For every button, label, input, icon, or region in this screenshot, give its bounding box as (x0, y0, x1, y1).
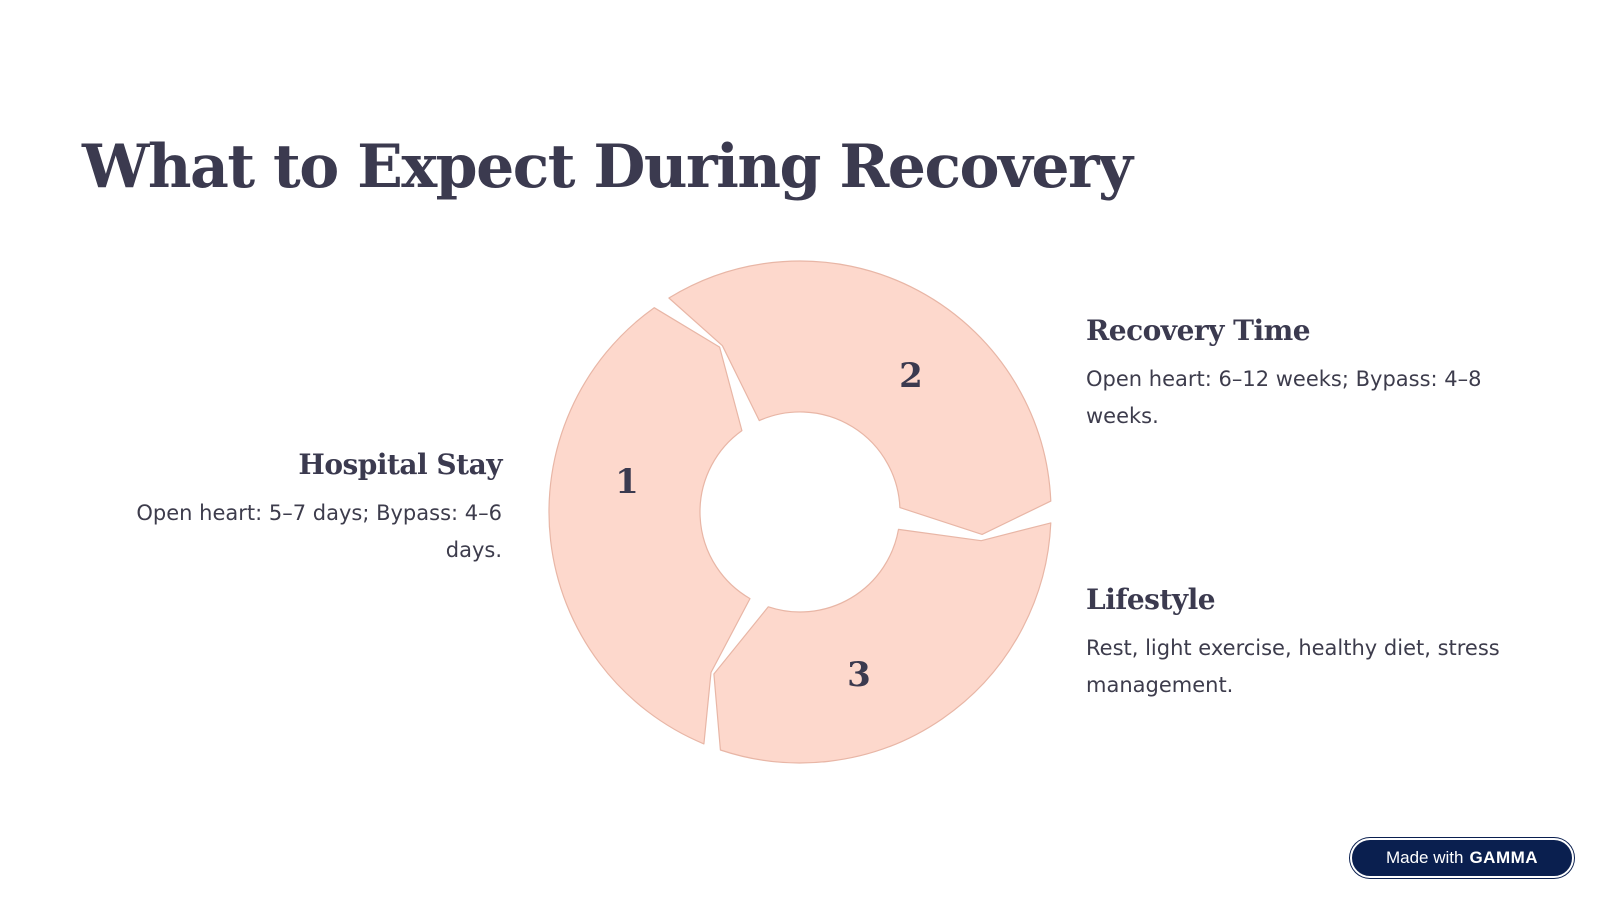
gamma-logo: GAMMA (1469, 848, 1539, 867)
badge-prefix: Made with (1385, 848, 1464, 867)
cycle-number-1: 1 (615, 462, 639, 502)
cycle-number-2: 2 (899, 356, 923, 396)
cycle-segment-3 (713, 522, 1052, 764)
step-heading: Recovery Time (1086, 314, 1311, 347)
step-recovery-time: Recovery Time Open heart: 6–12 weeks; By… (1086, 314, 1506, 435)
step-lifestyle: Lifestyle Rest, light exercise, healthy … (1086, 583, 1506, 704)
cycle-segment-1 (548, 307, 751, 745)
step-hospital-stay: Hospital Stay Open heart: 5–7 days; Bypa… (82, 448, 502, 569)
slide-title: What to Expect During Recovery (82, 132, 1133, 202)
step-heading: Lifestyle (1086, 583, 1216, 616)
cycle-segment-2 (668, 260, 1052, 535)
step-description: Rest, light exercise, healthy diet, stre… (1086, 636, 1500, 697)
step-description: Open heart: 6–12 weeks; Bypass: 4–8 week… (1086, 367, 1482, 428)
made-with-gamma-badge[interactable]: Made with GAMMA (1350, 838, 1574, 878)
cycle-number-3: 3 (847, 655, 871, 695)
step-heading: Hospital Stay (298, 448, 502, 481)
step-description: Open heart: 5–7 days; Bypass: 4–6 days. (136, 501, 502, 562)
